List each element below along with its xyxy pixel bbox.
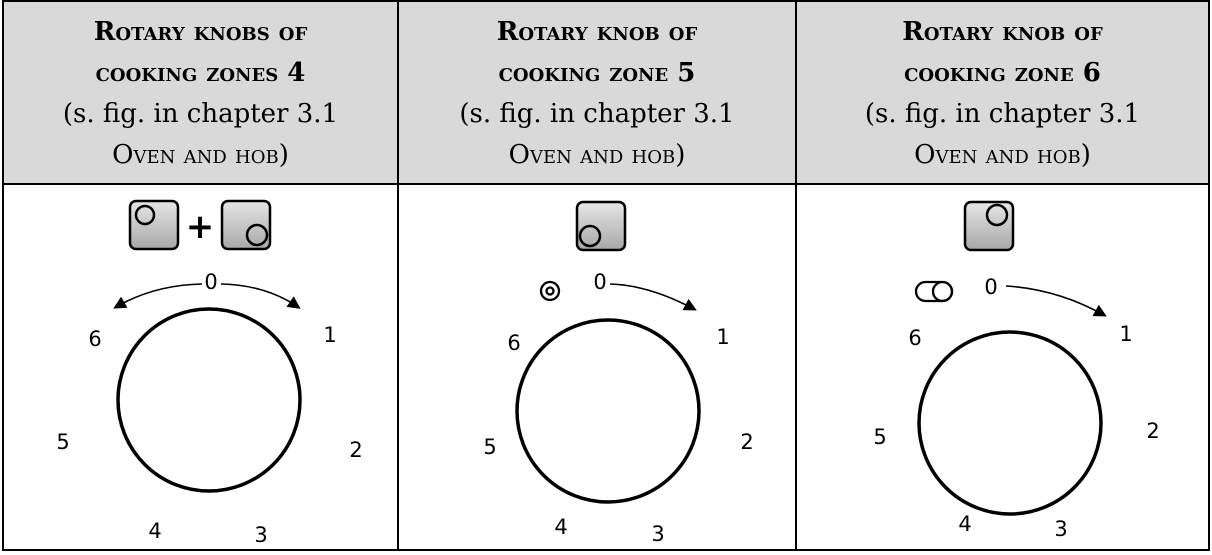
- zone-bottom-right-icon: [220, 199, 272, 251]
- zone-top-right-icon: [963, 200, 1015, 252]
- knob-diagram-zone4: + 0 1 2 3 4 5 6: [56, 199, 363, 547]
- header-title: cooking zone 6: [904, 58, 1101, 88]
- header-reference: Oven and hob): [112, 140, 289, 170]
- scale-4: 4: [958, 512, 971, 536]
- scale-6: 6: [507, 331, 520, 355]
- knob-cell-zone5: 0 1 2 3 4 5 6: [399, 185, 795, 549]
- knob-cell-zone4: + 0 1 2 3 4 5 6: [4, 185, 397, 549]
- header-title: cooking zones 4: [95, 58, 306, 88]
- header-cell-zone6: Rotary knob of cooking zone 6 (s. fig. i…: [797, 2, 1208, 183]
- scale-3: 3: [651, 522, 664, 546]
- column-divider: [397, 2, 399, 549]
- header-title: Rotary knob of: [496, 17, 698, 47]
- plus-sign: +: [186, 207, 215, 247]
- knob-circle: [515, 318, 701, 504]
- rotation-arrow-left: [113, 283, 203, 309]
- scale-6: 6: [88, 327, 101, 351]
- header-reference: (s. fig. in chapter 3.1: [459, 99, 735, 129]
- scale-2: 2: [349, 438, 362, 462]
- row-divider: [4, 183, 1208, 185]
- scale-0: 0: [984, 275, 997, 299]
- header-title: Rotary knobs of: [93, 17, 308, 47]
- header-cell-zone4: Rotary knobs of cooking zones 4 (s. fig.…: [4, 2, 397, 183]
- rotation-arrow-right: [220, 283, 301, 309]
- scale-0: 0: [593, 270, 606, 294]
- zone-top-left-icon: [128, 199, 180, 251]
- scale-5: 5: [56, 430, 69, 454]
- scale-3: 3: [254, 523, 267, 547]
- header-reference: Oven and hob): [508, 140, 686, 170]
- scale-2: 2: [1146, 419, 1159, 443]
- knob-circle: [116, 307, 302, 493]
- rotation-arrow-right: [1005, 285, 1107, 317]
- scale-1: 1: [323, 323, 336, 347]
- scale-4: 4: [148, 519, 161, 543]
- header-reference: (s. fig. in chapter 3.1: [864, 99, 1141, 129]
- column-divider: [795, 2, 797, 549]
- rotation-arrow-right: [609, 283, 697, 311]
- oval-zone-icon: [914, 280, 954, 303]
- header-cell-zone5: Rotary knob of cooking zone 5 (s. fig. i…: [399, 2, 795, 183]
- knob-diagram-zone6: 0 1 2 3 4 5 6: [873, 200, 1160, 541]
- zone-bottom-left-icon: [575, 200, 627, 252]
- header-reference: Oven and hob): [914, 140, 1091, 170]
- knob-circle: [917, 330, 1103, 516]
- scale-1: 1: [1119, 322, 1132, 346]
- scale-1: 1: [716, 325, 729, 349]
- scale-6: 6: [908, 326, 921, 350]
- scale-2: 2: [740, 430, 753, 454]
- scale-3: 3: [1054, 517, 1067, 541]
- dual-circuit-icon: [539, 280, 561, 302]
- knob-diagram-zone5: 0 1 2 3 4 5 6: [483, 200, 754, 546]
- header-title: Rotary knob of: [902, 17, 1103, 47]
- knob-cell-zone6: 0 1 2 3 4 5 6: [797, 185, 1208, 549]
- header-title: cooking zone 5: [498, 58, 696, 88]
- scale-5: 5: [483, 435, 496, 459]
- header-reference: (s. fig. in chapter 3.1: [62, 99, 339, 129]
- scale-5: 5: [873, 425, 886, 449]
- scale-4: 4: [554, 515, 567, 539]
- scale-0: 0: [204, 270, 217, 294]
